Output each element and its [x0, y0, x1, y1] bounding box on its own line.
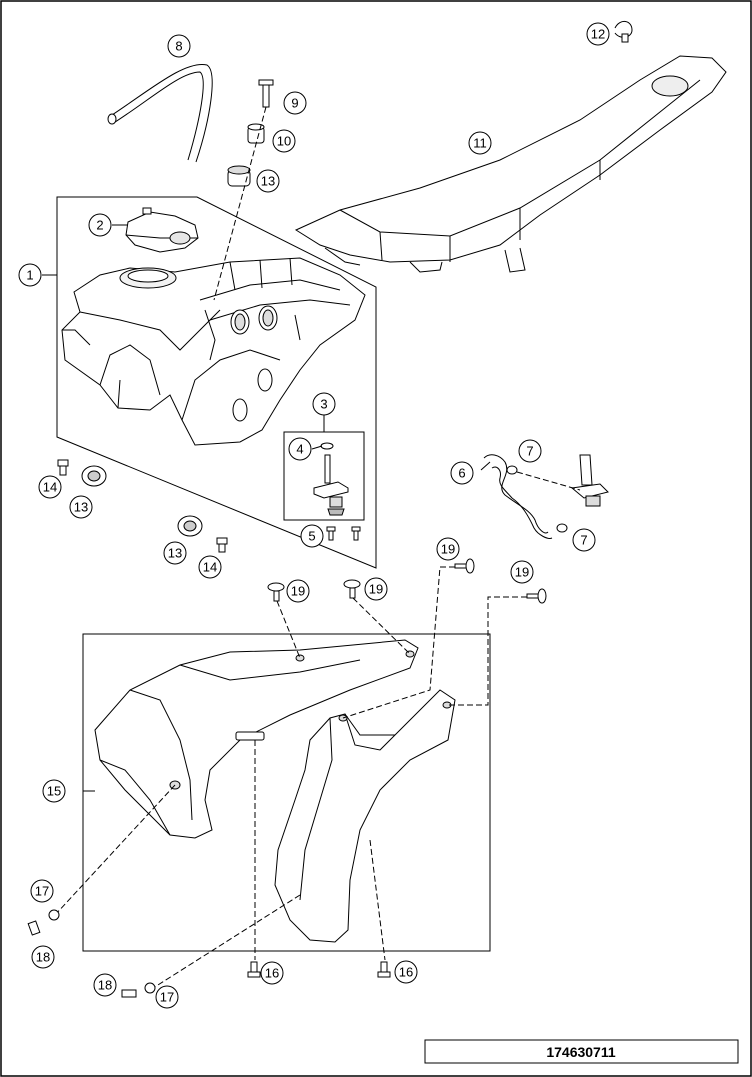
screw-19-c-illustration	[454, 558, 475, 574]
svg-text:13: 13	[74, 500, 88, 515]
screw-16-left-illustration	[247, 961, 261, 978]
callout-14-bottom: 14	[198, 555, 222, 579]
svg-text:19: 19	[369, 582, 383, 597]
svg-text:7: 7	[580, 533, 587, 548]
breather-hose-illustration	[107, 63, 213, 163]
callout-17-bottom: 17	[155, 985, 179, 1009]
hose-clamp-7-illustration	[506, 465, 568, 533]
grommet-13-bottom-illustration	[177, 515, 203, 537]
callout-2: 2	[88, 213, 112, 237]
clip-12-illustration	[614, 21, 633, 43]
screw-5-illustration	[326, 526, 361, 541]
callout-13-bottom: 13	[163, 541, 187, 565]
bolt-18-left-illustration	[27, 920, 41, 936]
svg-text:7: 7	[526, 444, 533, 459]
svg-text:4: 4	[296, 442, 303, 457]
spoiler-group-box	[82, 633, 491, 952]
callout-7-top: 7	[518, 439, 542, 463]
fuel-tank-illustration	[61, 257, 366, 446]
callout-6: 6	[450, 461, 474, 485]
catalog-number: 174630711	[546, 1044, 616, 1060]
callout-3: 3	[312, 392, 336, 416]
svg-text:3: 3	[320, 397, 327, 412]
svg-text:11: 11	[473, 136, 487, 151]
svg-text:9: 9	[291, 96, 298, 111]
svg-text:8: 8	[175, 39, 182, 54]
svg-text:13: 13	[168, 546, 182, 561]
svg-text:16: 16	[399, 965, 413, 980]
svg-text:6: 6	[458, 466, 465, 481]
svg-text:1: 1	[26, 268, 33, 283]
screw-19-d-illustration	[526, 588, 547, 604]
seat-illustration	[294, 55, 727, 273]
svg-text:17: 17	[160, 990, 174, 1005]
svg-text:2: 2	[96, 218, 103, 233]
callout-7-bottom: 7	[572, 528, 596, 552]
callout-13-top: 13	[256, 169, 280, 193]
fuel-tank-group-outline	[56, 196, 377, 569]
callout-16-right: 16	[394, 960, 418, 984]
leader-9-13	[213, 106, 267, 301]
svg-text:18: 18	[36, 950, 50, 965]
callout-12: 12	[586, 22, 610, 46]
callout-11: 11	[468, 131, 492, 155]
svg-text:15: 15	[47, 784, 61, 799]
svg-text:16: 16	[265, 966, 279, 981]
right-spoiler-illustration	[274, 689, 456, 943]
fuel-cap-illustration	[125, 207, 199, 253]
callout-19-a: 19	[286, 579, 310, 603]
callout-1: 1	[18, 263, 42, 287]
screw-14-bottom-illustration	[216, 537, 228, 553]
svg-text:5: 5	[308, 529, 315, 544]
callout-10: 10	[272, 129, 296, 153]
svg-text:12: 12	[591, 27, 605, 42]
callout-9: 9	[283, 91, 307, 115]
callout-14-left: 14	[38, 475, 62, 499]
callout-19-b: 19	[364, 577, 388, 601]
svg-text:18: 18	[98, 978, 112, 993]
spoiler-leaders	[54, 566, 527, 991]
callout-19-c: 19	[436, 537, 460, 561]
fuel-tap-illustration	[313, 442, 349, 516]
svg-text:19: 19	[441, 542, 455, 557]
svg-text:14: 14	[203, 560, 217, 575]
callout-leaders	[42, 224, 491, 792]
svg-text:19: 19	[291, 584, 305, 599]
callout-16-left: 16	[260, 961, 284, 985]
screw-9-illustration	[258, 79, 274, 108]
callout-8: 8	[167, 34, 191, 58]
screw-14-left-illustration	[57, 459, 69, 476]
washer-17-bottom-illustration	[144, 982, 156, 994]
bolt-18-bottom-illustration	[121, 989, 137, 998]
svg-text:14: 14	[43, 480, 57, 495]
callout-15: 15	[42, 779, 66, 803]
fuel-tap-side-illustration	[570, 454, 609, 507]
callout-4: 4	[288, 437, 312, 461]
catalog-number-box: 174630711	[424, 1039, 739, 1064]
grommet-13-left-illustration	[81, 465, 107, 487]
screw-19-a-illustration	[267, 582, 285, 602]
leader-hose-tap	[516, 471, 581, 491]
fuel-hose-6-illustration	[483, 454, 553, 539]
bushing-10-illustration	[247, 123, 265, 144]
svg-text:10: 10	[277, 134, 291, 149]
svg-text:13: 13	[261, 174, 275, 189]
callout-13-left: 13	[69, 495, 93, 519]
callout-18-left: 18	[31, 945, 55, 969]
svg-text:17: 17	[35, 884, 49, 899]
callout-5: 5	[300, 524, 324, 548]
screw-16-right-illustration	[377, 961, 391, 978]
svg-text:19: 19	[515, 565, 529, 580]
callout-17-left: 17	[30, 879, 54, 903]
grommet-13-top-illustration	[227, 165, 251, 187]
callout-19-d: 19	[510, 560, 534, 584]
callout-18-bottom: 18	[93, 973, 117, 997]
washer-17-left-illustration	[48, 909, 60, 921]
screw-19-b-illustration	[343, 579, 361, 599]
